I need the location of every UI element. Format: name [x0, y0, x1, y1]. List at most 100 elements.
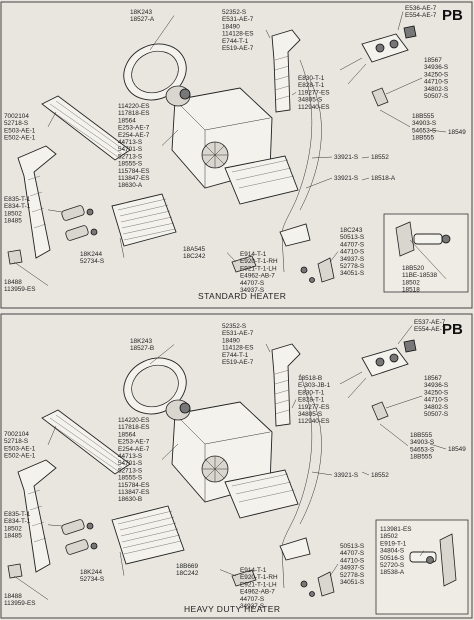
leader-line-top-right: [397, 325, 413, 345]
callout-left-low-1: E834-T-1: [4, 518, 31, 525]
callout-mid-clamp-4: 112940-ES: [298, 104, 330, 111]
callout-top-right-1: E554-AE-7: [405, 12, 437, 19]
callout-right-mid-0: 18B555: [412, 113, 434, 120]
callout-right-col-4: 34802-S: [424, 404, 448, 411]
callout-right-col-3: 44710-S: [424, 397, 448, 404]
leader-line-heater-core: [119, 237, 125, 258]
callout-inset-5: 52720-S: [380, 562, 404, 569]
inset-valve: [413, 233, 443, 245]
callout-left-low-3: 18485: [4, 218, 22, 225]
callout-lower-right-0: 50513-S: [340, 543, 364, 550]
callout-inset-1: 18502: [380, 533, 398, 540]
control-valve: [317, 257, 335, 283]
callout-top-center-2: 18490: [222, 23, 240, 30]
callout-lower-right-4: 52778-S: [340, 572, 364, 579]
callout-left-low-0: E835-T-1: [4, 196, 31, 203]
leader-line-top-center: [265, 29, 271, 39]
callout-left-bottom-1: 113959-ES: [4, 600, 36, 607]
callout-lower-mid-b-5: 34937-S: [240, 287, 264, 294]
callout-mid-clamp-2: 119277-ES: [298, 89, 330, 96]
leader-line-right-mid: [379, 423, 409, 446]
callout-inset-0: 113981-ES: [380, 526, 412, 533]
leader-line-center-left: [161, 443, 179, 460]
callout-right-mid-3: 18B555: [410, 454, 432, 461]
callout-mid-clamp-0: 18518-B: [298, 375, 322, 382]
callout-top-center-5: E519-AE-7: [222, 359, 254, 366]
page-badge-bottom: PB: [442, 321, 463, 338]
defroster-duct: [271, 29, 301, 113]
leader-line-left-col: [47, 425, 57, 445]
leader-line-left-bottom: [13, 575, 49, 600]
callout-lower-mid-b-5: 34937-S: [240, 603, 264, 610]
callout-left-col-2: E503-AE-1: [4, 445, 36, 452]
leader-line-lower-right: [329, 563, 339, 577]
callout-lower-mid-b-4: 44707-S: [240, 280, 264, 287]
callout-top-ring-1: 18527-B: [130, 345, 154, 352]
callout-left-bottom-0: 18488: [4, 279, 22, 286]
callout-center-left-9: 115784-ES: [118, 482, 150, 489]
callout-left-low-1: E834-T-1: [4, 203, 31, 210]
callout-lower-mid-b-3: E4962-AB-7: [240, 273, 275, 280]
callout-center-left-11: 18630-B: [118, 496, 142, 503]
leader-line-left-low: [47, 209, 63, 213]
callout-lower-right-5: 34051-S: [340, 579, 364, 586]
callout-top-center-5: E519-AE-7: [222, 45, 254, 52]
caption-heavy-duty-heater: HEAVY DUTY HEATER: [184, 604, 280, 614]
panel-heavy-duty-border: [0, 313, 473, 619]
leader-line-left-bottom: [13, 261, 49, 286]
leader-line-right-far: [429, 443, 447, 450]
callout-center-left-3: E253-AE-7: [118, 439, 150, 446]
callout-lower-mid-b-2: E921-T-1-LH: [240, 265, 277, 272]
leader-line-lower-right: [329, 251, 339, 263]
callout-inset-3: 34804-S: [380, 548, 404, 555]
callout-top-center-4: E744-T-1: [222, 38, 249, 45]
callout-top-center-0: 52352-S: [222, 9, 246, 16]
callout-mid-clamp-3: E828-T-1: [298, 397, 325, 404]
callout-center-left-10: 113847-ES: [118, 489, 150, 496]
callout-mid-clamp-5: 34805-S: [298, 411, 322, 418]
callout-top-center-0: 52352-S: [222, 323, 246, 330]
callout-center-left-8: 18555-S: [118, 161, 142, 168]
callout-inset-6: 18538-A: [380, 569, 405, 576]
control-knob: [403, 25, 417, 39]
callout-inset-0: 18B520: [402, 265, 424, 272]
callout-right-col-1: 34936-S: [424, 64, 448, 71]
callout-top-center-1: E531-AE-7: [222, 330, 254, 337]
leader-line-lower-mid-b: [281, 235, 285, 273]
callout-right-col-2: 34250-S: [424, 71, 448, 78]
callout-cable-b-0: 18552: [371, 472, 389, 479]
callout-center-left-11: 18630-A: [118, 182, 143, 189]
callout-top-right-0: E536-AE-7: [405, 5, 437, 12]
callout-center-left-5: 44713-S: [118, 453, 142, 460]
callout-lower-right-6: 34051-S: [340, 270, 364, 277]
callout-center-left-5: 44713-S: [118, 139, 142, 146]
callout-lower-right-5: 52778-S: [340, 263, 364, 270]
callout-top-ring-0: 18K243: [130, 9, 152, 16]
callout-lower-mid-b-1: E920-T-1-RH: [240, 574, 278, 581]
callout-mid-clamp-1: E828-T-1: [298, 82, 325, 89]
callout-lower-right-3: 34937-S: [340, 565, 364, 572]
callout-left-bottom-1: 113959-ES: [4, 286, 36, 293]
leader-line-lower-mid-a: [226, 252, 237, 263]
leader-line-lower-mid-b: [281, 549, 285, 589]
callout-heater-core-1: 52734-S: [80, 576, 104, 583]
callout-lower-mid-b-0: E914-T-1: [240, 251, 267, 258]
callout-top-ring-1: 18527-A: [130, 16, 155, 23]
callout-right-mid-1: 34903-S: [412, 120, 436, 127]
callout-lower-mid-b-3: E4962-AB-7: [240, 589, 275, 596]
panel-heavy-duty-art: [7, 339, 417, 597]
callout-left-low-0: E835-T-1: [4, 511, 31, 518]
callout-center-left-2: 18564: [118, 117, 136, 124]
callout-inset-3: 18518: [402, 287, 420, 294]
callout-right-mid-2: 54653-S: [410, 446, 434, 453]
leader-line-inset: [409, 239, 447, 279]
callout-left-low-2: 18502: [4, 525, 22, 532]
callout-lower-right-3: 44710-S: [340, 249, 364, 256]
callout-lower-right-0: 18C243: [340, 227, 363, 234]
callout-left-low-3: 18485: [4, 533, 22, 540]
leader-line-cable-b: [361, 471, 370, 476]
callout-center-left-3: E253-AE-7: [118, 125, 150, 132]
callout-center-left-0: 114220-ES: [118, 417, 150, 424]
callout-heater-core-1: 52734-S: [80, 258, 104, 265]
